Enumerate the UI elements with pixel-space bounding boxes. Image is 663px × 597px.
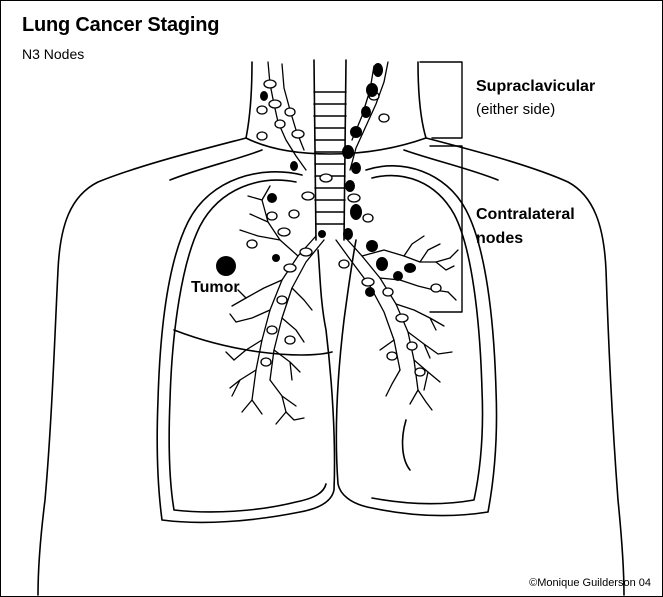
- left-bronchial-tree: [226, 186, 324, 424]
- supraclavicular-bracket: [420, 62, 462, 138]
- contralateral-label: Contralateral: [476, 206, 575, 224]
- right-lung-outline: [336, 166, 496, 516]
- trachea: [314, 60, 346, 240]
- label-brackets: [420, 62, 462, 312]
- left-lung-outline: [157, 172, 334, 523]
- tumor-label: Tumor: [191, 279, 240, 297]
- supraclavicular-label: Supraclavicular: [476, 78, 595, 96]
- nodes-label: nodes: [476, 230, 523, 248]
- right-bronchial-tree: [336, 236, 458, 410]
- diagram-subtitle: N3 Nodes: [22, 46, 84, 62]
- copyright-credit: ©Monique Guilderson 04: [529, 577, 651, 589]
- diagram-title: Lung Cancer Staging: [22, 14, 219, 37]
- tumor-mass: [216, 256, 236, 276]
- torso-outline: [38, 62, 624, 595]
- either-side-label: (either side): [476, 101, 555, 118]
